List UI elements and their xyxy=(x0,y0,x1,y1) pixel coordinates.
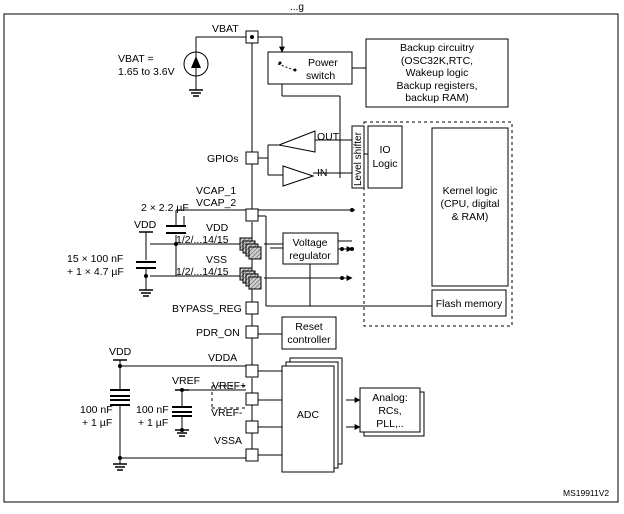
cap-b-label-1: 100 nF xyxy=(136,404,169,416)
adc-label: ADC xyxy=(297,409,320,421)
figure-frame xyxy=(3,13,619,503)
pin-vref-minus xyxy=(245,420,259,434)
backup-label-2: (OSC32K,RTC, xyxy=(401,55,473,67)
title-partial: ...g xyxy=(290,2,304,13)
vdd-left-label: VDD xyxy=(134,219,157,231)
pin-vcap xyxy=(245,208,259,222)
vbat-pin-label: VBAT xyxy=(212,23,239,35)
vbat-range-label-1: VBAT = xyxy=(118,53,154,65)
pin-vssa xyxy=(245,448,259,462)
ground-symbols xyxy=(113,289,189,471)
vcap2-label: VCAP_2 xyxy=(196,197,236,209)
level-shifter: Level shifter xyxy=(351,125,365,189)
analog-box: Analog: RCs, PLL,.. xyxy=(359,387,425,437)
junctions xyxy=(118,35,354,460)
vref-plus-label: VREF+ xyxy=(212,380,246,392)
figure-id-label: MS19911V2 xyxy=(563,488,609,498)
cap-a-label-2: + 1 µF xyxy=(82,417,112,429)
decap-label-1: 15 × 100 nF xyxy=(67,253,123,265)
io-logic-box: IO Logic xyxy=(367,125,403,189)
power-switch: Power switch xyxy=(267,51,353,85)
vssa-label: VSSA xyxy=(214,435,242,447)
vreg-label-2: regulator xyxy=(289,250,331,262)
decap-label-2: + 1 × 4.7 µF xyxy=(67,266,124,278)
gpios-label: GPIOs xyxy=(207,153,239,165)
pin-gpios xyxy=(245,151,259,165)
voltage-regulator-box: Voltage regulator xyxy=(282,232,339,265)
vdd-bottom-label: VDD xyxy=(109,346,132,358)
kernel-label-3: & RAM) xyxy=(452,211,489,223)
pin-pdr-on xyxy=(245,325,259,339)
cap-a-label-1: 100 nF xyxy=(80,404,113,416)
bypass-reg-label: BYPASS_REG xyxy=(172,303,242,315)
flash-label: Flash memory xyxy=(436,298,503,310)
backup-label-1: Backup circuitry xyxy=(400,42,475,54)
reset-label-1: Reset xyxy=(295,321,323,333)
capacitors xyxy=(110,225,192,417)
pins-vss-stack xyxy=(239,267,262,290)
reset-controller-box: Reset controller xyxy=(281,316,337,350)
cap-b-label-2: + 1 µF xyxy=(138,417,168,429)
analog-label-1: Analog: xyxy=(372,392,408,404)
power-switch-label-1: Power xyxy=(308,57,338,69)
core-domain-dashed-box xyxy=(363,121,513,327)
vdd-pin-label: VDD xyxy=(206,222,229,234)
vdd-pins-label: 1/2/...14/15 xyxy=(176,234,229,246)
analog-label-3: PLL,.. xyxy=(376,418,403,430)
vdda-label: VDDA xyxy=(208,352,237,364)
gpio-buffers xyxy=(277,130,316,187)
vcap1-label: VCAP_1 xyxy=(196,185,236,197)
pins-vdd-stack xyxy=(239,237,262,260)
analog-label-2: RCs, xyxy=(378,405,401,417)
level-shifter-label: Level shifter xyxy=(353,131,364,186)
io-logic-label-1: IO xyxy=(379,144,390,156)
kernel-label-2: (CPU, digital xyxy=(441,198,500,210)
vss-pins-label: 1/2/...14/15 xyxy=(176,266,229,278)
kernel-label-1: Kernel logic xyxy=(443,185,498,197)
out-label: OUT xyxy=(317,131,340,143)
pin-bypass-reg xyxy=(245,301,259,315)
adc-block xyxy=(281,357,343,473)
kernel-logic-box: Kernel logic (CPU, digital & RAM) xyxy=(431,127,509,287)
out-buffer-icon xyxy=(277,130,316,153)
vss-pin-label: VSS xyxy=(206,254,227,266)
pin-vdda xyxy=(245,364,259,378)
pins xyxy=(245,30,259,462)
text-labels: VBAT VBAT = 1.65 to 3.6V GPIOs VCAP_1 VC… xyxy=(67,23,609,498)
in-label: IN xyxy=(317,167,328,179)
in-buffer-icon xyxy=(282,165,315,187)
vdd-rails xyxy=(113,231,189,391)
vbat-range-label-2: 1.65 to 3.6V xyxy=(118,66,175,78)
pdr-on-label: PDR_ON xyxy=(196,327,240,339)
backup-circuitry-box: Backup circuitry (OSC32K,RTC, Wakeup log… xyxy=(365,38,509,108)
pin-vref-plus xyxy=(245,392,259,406)
battery-symbol-icon xyxy=(183,51,209,97)
backup-label-4: Backup registers, xyxy=(396,80,477,92)
cap-2x22-label: 2 × 2.2 µF xyxy=(141,202,189,214)
flash-memory-box: Flash memory xyxy=(431,289,507,317)
wiring xyxy=(119,36,432,464)
io-logic-label-2: Logic xyxy=(372,158,397,170)
vref-minus-label: VREF- xyxy=(211,407,243,419)
power-switch-label-2: switch xyxy=(306,70,335,82)
dashed-links xyxy=(211,121,513,409)
backup-label-5: backup RAM) xyxy=(405,92,469,104)
backup-label-3: Wakeup logic xyxy=(406,67,469,79)
vreg-label-1: Voltage xyxy=(292,237,327,249)
reset-label-2: controller xyxy=(287,334,331,346)
vref-label: VREF xyxy=(172,375,200,387)
